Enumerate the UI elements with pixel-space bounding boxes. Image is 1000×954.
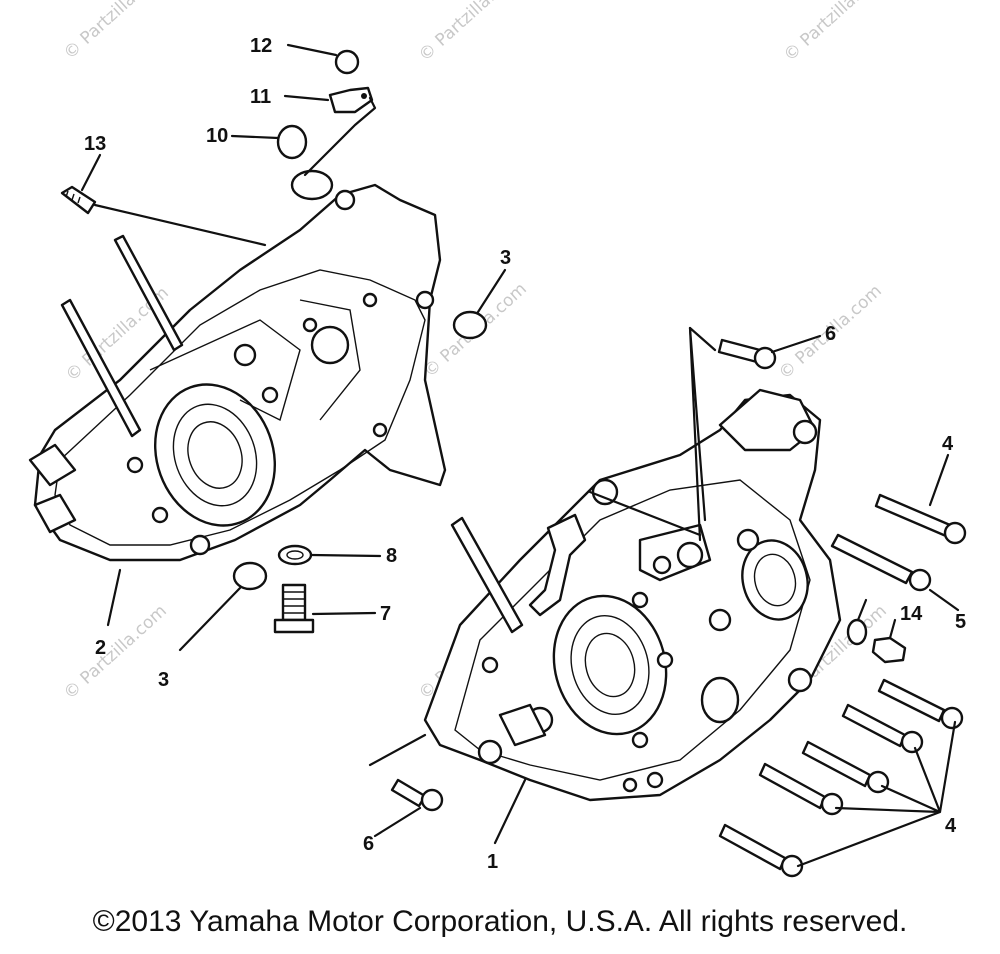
callout-13: 14 xyxy=(900,603,923,625)
callout-labels: 12 11 10 13 3 6 4 8 14 5 7 2 3 4 6 1 xyxy=(84,35,966,873)
callout-6-upper: 6 xyxy=(825,323,836,345)
part-14-washer xyxy=(846,618,868,646)
callout-4-upper: 4 xyxy=(942,433,954,455)
part-5-bolt xyxy=(830,533,932,592)
part-6-bolt-upper xyxy=(717,338,777,370)
callout-3-upper: 3 xyxy=(500,247,511,269)
watermark: © Partzilla.com xyxy=(415,0,526,66)
callout-2: 2 xyxy=(95,637,106,659)
part-9-plug xyxy=(276,124,308,160)
part-4-bolt xyxy=(801,740,890,794)
part-4-bolt xyxy=(718,823,804,878)
part-3-dowel-upper xyxy=(452,310,488,340)
leader-lines xyxy=(80,43,960,868)
callout-8: 8 xyxy=(386,545,397,567)
callout-10: 11 xyxy=(250,86,271,108)
part-10-clamp xyxy=(328,86,374,114)
callout-12: 13 xyxy=(84,133,106,155)
part-11-cap xyxy=(334,49,360,75)
callout-9: 10 xyxy=(206,125,228,147)
crankcase-right-half xyxy=(423,388,842,802)
callout-1: 1 xyxy=(487,851,498,873)
callout-7: 7 xyxy=(380,603,391,625)
watermark: © Partzilla.com xyxy=(780,0,891,66)
callout-5: 5 xyxy=(955,611,966,633)
part-8-gasket xyxy=(277,544,313,566)
watermark: © Partzilla.com xyxy=(60,601,171,704)
callout-3-lower: 3 xyxy=(158,669,169,691)
part-4-bolt xyxy=(877,678,964,730)
copyright-notice: ©2013 Yamaha Motor Corporation, U.S.A. A… xyxy=(92,905,908,938)
part-4-bolt xyxy=(874,493,967,545)
part-13-bolt xyxy=(871,636,907,664)
part-12-stud xyxy=(60,185,97,215)
callout-6-lower: 6 xyxy=(363,833,374,855)
crankcase-left-half xyxy=(28,169,447,562)
part-7-drain-bolt xyxy=(273,583,315,634)
part-4-bolt xyxy=(841,703,924,754)
watermark: © Partzilla.com xyxy=(60,0,171,64)
part-3-dowel-lower xyxy=(232,561,268,591)
part-4-bolt xyxy=(758,762,844,816)
callout-4-lower: 4 xyxy=(945,815,957,837)
callout-11: 12 xyxy=(250,35,272,57)
part-6-bolt-lower xyxy=(390,778,444,812)
